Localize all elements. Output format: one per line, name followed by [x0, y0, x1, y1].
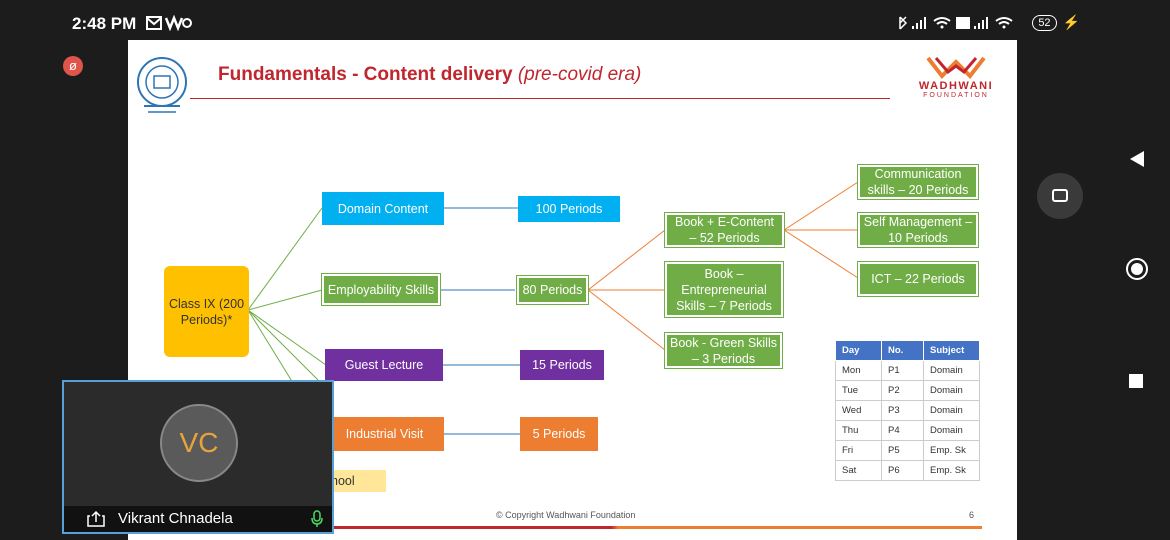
- schedule-cell: Tue: [835, 380, 882, 401]
- schedule-cell: P1: [881, 360, 924, 381]
- slide-title-main: Fundamentals - Content delivery: [218, 64, 513, 85]
- schedule-header: Subject: [923, 340, 980, 361]
- mail-icon: [146, 14, 192, 32]
- schedule-cell: Fri: [835, 440, 882, 461]
- node-domain-content: Domain Content: [322, 192, 444, 225]
- schedule-cell: Mon: [835, 360, 882, 381]
- node-guest-periods: 15 Periods: [520, 350, 604, 380]
- schedule-cell: P3: [881, 400, 924, 421]
- logo-wordmark: WADHWANI: [918, 80, 994, 92]
- title-rule: [190, 98, 890, 99]
- node-employability-skills: Employability Skills: [321, 273, 441, 306]
- mic-icon: [311, 510, 323, 527]
- node-guest-lecture: Guest Lecture: [325, 349, 443, 381]
- wadhwani-logo-mark: [926, 56, 986, 80]
- slide-title-sub: (pre-covid era): [517, 64, 642, 85]
- muted-mic-icon[interactable]: ø: [63, 56, 83, 76]
- floating-window-button[interactable]: [1037, 173, 1083, 219]
- screen-share-icon: [87, 510, 105, 527]
- schedule-cell: Emp. Sk: [923, 460, 980, 481]
- schedule-header: Day: [835, 340, 882, 361]
- slide-page-number: 6: [969, 510, 975, 520]
- slide-title: Fundamentals - Content delivery (pre-cov…: [218, 64, 641, 86]
- avatar: VC: [160, 404, 238, 482]
- schedule-row: Mon P1 Domain: [835, 360, 980, 381]
- charging-icon: ⚡: [1062, 14, 1080, 30]
- cbse-logo: [137, 57, 187, 113]
- schedule-header: No.: [881, 340, 924, 361]
- notification-icons: [146, 14, 192, 36]
- node-ict: ICT – 22 Periods: [857, 261, 979, 297]
- schedule-cell: Domain: [923, 380, 980, 401]
- node-class-ix: Class IX (200 Periods)*: [164, 266, 249, 357]
- schedule-cell: Domain: [923, 400, 980, 421]
- schedule-row: Tue P2 Domain: [835, 380, 980, 401]
- schedule-cell: Wed: [835, 400, 882, 421]
- schedule-cell: P4: [881, 420, 924, 441]
- schedule-header-row: Day No. Subject: [835, 340, 980, 361]
- schedule-cell: Sat: [835, 460, 882, 481]
- schedule-table: Day No. Subject Mon P1 Domain Tue P2 Dom…: [835, 340, 980, 481]
- node-employability-periods: 80 Periods: [516, 275, 589, 305]
- schedule-cell: P6: [881, 460, 924, 481]
- schedule-cell: Emp. Sk: [923, 440, 980, 461]
- back-icon[interactable]: [1128, 150, 1146, 168]
- schedule-row: Sat P6 Emp. Sk: [835, 460, 980, 481]
- schedule-cell: Domain: [923, 360, 980, 381]
- node-book-entrepreneurial: Book – Entrepreneurial Skills – 7 Period…: [664, 261, 784, 318]
- node-industrial-visit: Industrial Visit: [325, 417, 444, 451]
- schedule-row: Fri P5 Emp. Sk: [835, 440, 980, 461]
- node-book-econtent: Book + E-Content – 52 Periods: [664, 212, 785, 248]
- participant-tile[interactable]: VC Vikrant Chnadela: [62, 380, 334, 534]
- wadhwani-logo: WADHWANI FOUNDATION: [908, 54, 1004, 104]
- schedule-cell: Thu: [835, 420, 882, 441]
- battery-indicator: 52: [1032, 14, 1057, 31]
- slide-copyright: © Copyright Wadhwani Foundation: [496, 510, 636, 520]
- node-self-management: Self Management – 10 Periods: [857, 212, 979, 248]
- schedule-row: Wed P3 Domain: [835, 400, 980, 421]
- schedule-row: Thu P4 Domain: [835, 420, 980, 441]
- node-communication-skills: Communication skills – 20 Periods: [857, 164, 979, 200]
- participant-footer: Vikrant Chnadela: [64, 506, 332, 532]
- node-industrial-periods: 5 Periods: [520, 417, 598, 451]
- node-book-green-skills: Book - Green Skills – 3 Periods: [664, 332, 783, 369]
- status-time: 2:48 PM: [72, 14, 137, 33]
- schedule-cell: P2: [881, 380, 924, 401]
- window-icon: [1052, 189, 1068, 202]
- schedule-cell: Domain: [923, 420, 980, 441]
- diagram-connectors: [247, 181, 859, 435]
- home-icon[interactable]: [1126, 258, 1148, 280]
- schedule-cell: P5: [881, 440, 924, 461]
- participant-name: Vikrant Chnadela: [118, 510, 233, 527]
- recents-icon[interactable]: [1129, 374, 1143, 388]
- signal-wifi-icons: [899, 15, 1013, 30]
- logo-subtext: FOUNDATION: [923, 92, 989, 99]
- node-school: hool: [328, 470, 386, 492]
- system-icons: 52 ⚡: [896, 14, 1080, 31]
- slide-footer-bar: [308, 526, 982, 529]
- node-domain-periods: 100 Periods: [518, 196, 620, 222]
- status-bar: 2:48 PM 52 ⚡: [0, 0, 1170, 40]
